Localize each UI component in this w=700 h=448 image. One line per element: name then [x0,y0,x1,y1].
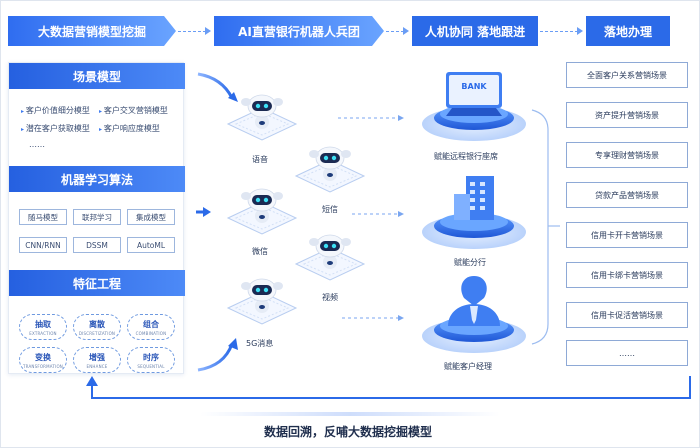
person-icon [448,276,500,326]
robot-voice [226,94,298,141]
header-arrowhead [205,27,211,35]
flow-arrow-bottom [197,338,238,372]
scene-box: 专享理财营销场景 [566,142,688,168]
robot-label-voice: 语音 [252,155,268,164]
algo-item: AutoML [127,237,177,255]
agent-label-branch: 赋能分行 [454,258,486,267]
bank-sign-text: BANK [461,82,487,91]
header-connector [178,31,206,32]
scene-box: 信用卡绑卡营销场景 [566,262,688,288]
algo-item: 集成模型 [127,209,177,227]
robot-label-video: 视频 [322,293,338,302]
header-data-mining: 大数据营销模型挖掘 [8,16,176,46]
agent-label-remote: 赋能远程银行座席 [434,152,498,161]
scene-more: …… [29,140,45,149]
robot-label-5g: 5G消息 [246,339,274,348]
bank-monitor-icon [446,72,502,116]
header-connector [386,31,404,32]
scene-item: 客户交叉营销模型 [99,105,168,116]
scene-box: 贷款产品营销场景 [566,182,688,208]
left-panel: 场景模型 客户价值细分模型 客户交叉营销模型 潜在客户获取模型 客户响应度模型 … [8,62,185,374]
scene-box: 信用卡促活营销场景 [566,302,688,328]
scene-model-title: 场景模型 [9,63,185,89]
robot-5g [226,278,298,325]
algo-item: CNN/RNN [19,237,69,255]
header-connector [540,31,578,32]
robot-video [294,234,366,281]
header-robot-army: AI直营银行机器人兵团 [214,16,384,46]
collect-bracket [531,109,549,345]
flow-arrow-mid [196,207,211,217]
scene-box: 信用卡开卡营销场景 [566,222,688,248]
robot-to-agent-links [338,117,400,319]
scene-item: 客户响应度模型 [99,123,160,134]
header-arrowhead [577,27,583,35]
bottom-glow [200,412,500,416]
robot-wechat [226,188,298,235]
scene-item: 客户价值细分模型 [21,105,90,116]
feedback-loop [91,376,691,399]
header-collaboration: 人机协同 落地跟进 [412,16,538,46]
feature-engineering-title: 特征工程 [9,270,185,296]
agent-label-manager: 赋能客户经理 [444,362,492,371]
scene-box: 资产提升营销场景 [566,102,688,128]
scene-box-more: …… [566,340,688,366]
feedback-caption: 数据回溯，反哺大数据挖掘模型 [263,425,432,439]
header-landing: 落地办理 [586,16,670,46]
robot-label-sms: 短信 [322,205,338,214]
header-arrowhead [403,27,409,35]
scene-item: 潜在客户获取模型 [21,123,90,134]
scene-box: 全面客户关系营销场景 [566,62,688,88]
robot-label-wechat: 微信 [252,247,268,256]
ml-algorithm-title: 机器学习算法 [9,166,185,192]
flow-arrow-top [197,72,238,102]
building-icon [454,176,494,220]
feedback-arrowhead [86,376,98,386]
robot-sms [294,146,366,193]
